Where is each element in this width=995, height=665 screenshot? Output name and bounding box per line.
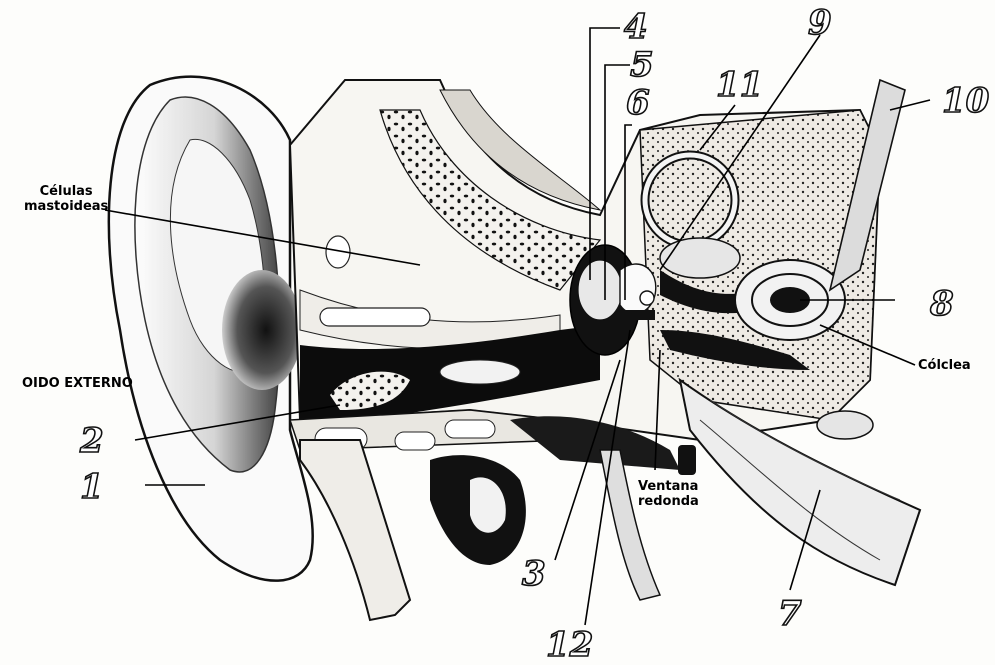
- number-11: 11: [716, 68, 763, 102]
- label-ventana-redonda: Ventana redonda: [638, 479, 699, 509]
- number-10: 10: [942, 84, 989, 118]
- number-9: 9: [808, 6, 832, 40]
- label-oido-externo: OIDO EXTERNO: [22, 376, 133, 391]
- number-3: 3: [522, 557, 546, 591]
- number-2: 2: [80, 424, 104, 458]
- label-coclea: Cólclea: [918, 358, 971, 373]
- number-8: 8: [930, 287, 954, 321]
- pinna: [109, 77, 313, 581]
- number-12: 12: [546, 628, 593, 662]
- number-7: 7: [778, 597, 802, 631]
- number-6: 6: [626, 86, 650, 120]
- number-1: 1: [80, 470, 104, 504]
- number-5: 5: [630, 48, 654, 82]
- number-4: 4: [624, 10, 648, 44]
- label-celulas-mastoideas: Células mastoideas: [24, 184, 108, 214]
